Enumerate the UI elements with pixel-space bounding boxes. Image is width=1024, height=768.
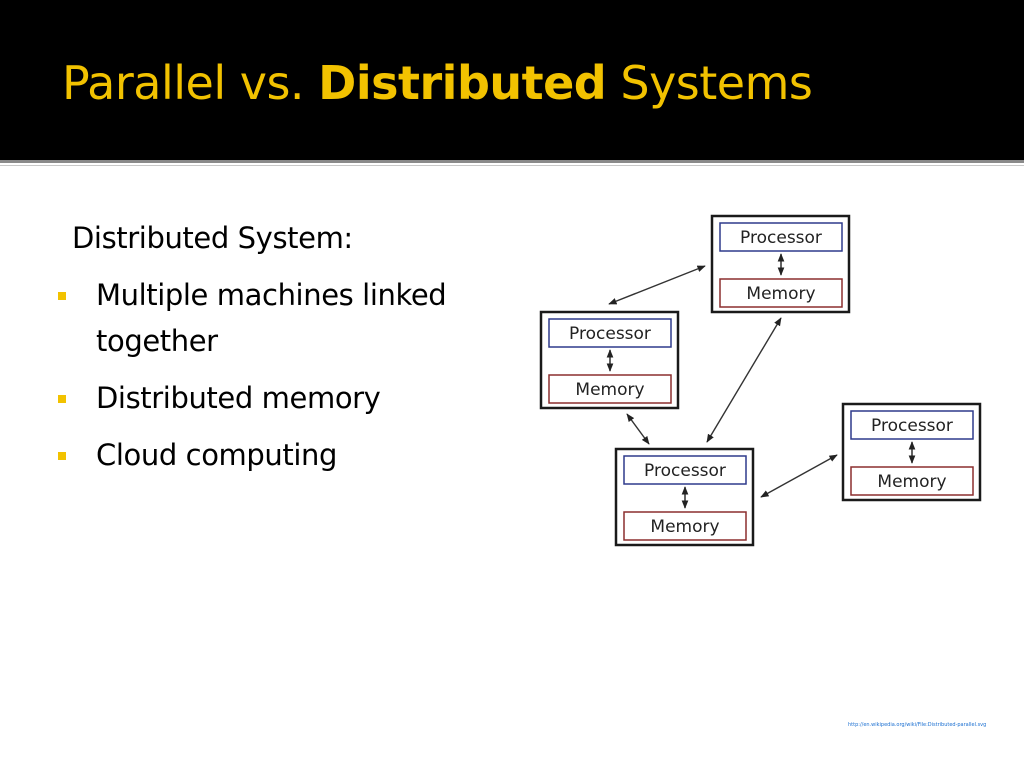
processor-label: Processor	[740, 228, 822, 248]
bullet-square-icon	[58, 452, 66, 460]
bullet-item: Distributed memory	[58, 375, 518, 421]
bullet-list: Multiple machines linked together Distri…	[58, 272, 518, 478]
network-links	[608, 265, 838, 498]
memory-label: Memory	[877, 472, 946, 492]
memory-label: Memory	[746, 284, 815, 304]
link-node-1-node-2	[608, 265, 706, 305]
processor-box	[623, 455, 747, 485]
title-rule	[0, 160, 1024, 163]
machine-node: Processor Memory	[539, 310, 680, 410]
memory-box	[623, 511, 747, 541]
bullet-text: Distributed memory	[96, 381, 381, 415]
link-node-2-node-3	[626, 413, 650, 445]
title-rule-thin	[0, 165, 1024, 166]
link-node-3-node-4	[760, 454, 838, 498]
processor-box	[548, 318, 672, 348]
processor-label: Processor	[644, 461, 726, 481]
memory-label: Memory	[575, 380, 644, 400]
link-node-1-node-3	[706, 317, 782, 443]
machine-node: Processor Memory	[841, 402, 982, 502]
slide-content: Distributed System: Multiple machines li…	[58, 218, 518, 489]
title-bar: Parallel vs. Distributed Systems	[0, 0, 1024, 160]
distributed-system-diagram: Processor Memory Processor Memory Proces…	[539, 214, 982, 547]
bullet-text: Multiple machines linked together	[96, 278, 447, 358]
memory-label: Memory	[650, 517, 719, 537]
machine-node: Processor Memory	[710, 214, 851, 314]
bullet-square-icon	[58, 395, 66, 403]
bullet-item: Multiple machines linked together	[58, 272, 518, 364]
content-heading: Distributed System:	[72, 221, 353, 255]
title-bold: Distributed	[318, 56, 607, 110]
title-part-2: Systems	[606, 56, 813, 110]
title-part-1: Parallel vs.	[62, 56, 319, 110]
memory-box	[719, 278, 843, 308]
processor-box	[850, 410, 974, 440]
bullet-square-icon	[58, 292, 66, 300]
bullet-item: Cloud computing	[58, 432, 518, 478]
bullet-text: Cloud computing	[96, 438, 337, 472]
machine-node: Processor Memory	[614, 447, 755, 547]
processor-label: Processor	[569, 324, 651, 344]
memory-box	[548, 374, 672, 404]
processor-label: Processor	[871, 416, 953, 436]
slide-title: Parallel vs. Distributed Systems	[62, 56, 813, 110]
memory-box	[850, 466, 974, 496]
processor-box	[719, 222, 843, 252]
source-credit-link[interactable]: http://en.wikipedia.org/wiki/File:Distri…	[848, 722, 987, 728]
